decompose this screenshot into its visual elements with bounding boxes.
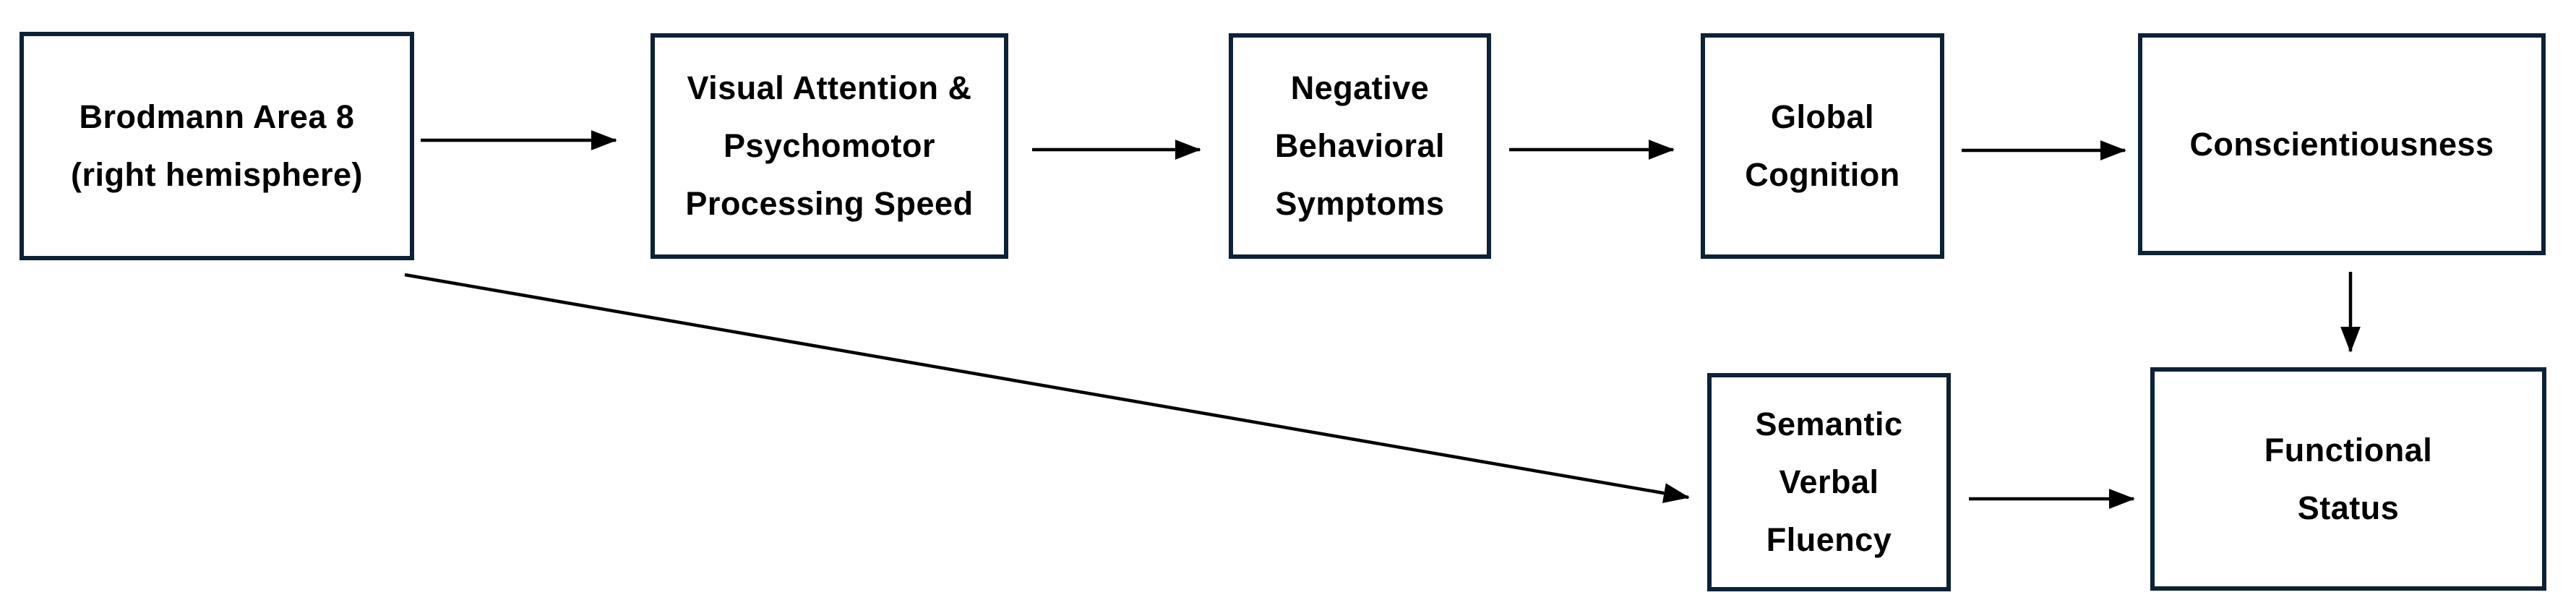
arrow-brodmann-to-semantic-fluency (404, 273, 1690, 503)
node-label-line: Cognition (1745, 156, 1900, 193)
node-label-line: Status (2297, 489, 2400, 526)
node-label-line: (right hemisphere) (70, 156, 364, 193)
node-label-line: Semantic (1755, 406, 1903, 442)
node-label-line: Fluency (1766, 521, 1892, 558)
node-label-line: Negative (1290, 69, 1430, 106)
node-functional-status: Functional Status (2150, 367, 2546, 591)
node-label-line: Verbal (1779, 463, 1879, 500)
node-label-line: Conscientiousness (2189, 125, 2494, 163)
node-visual-attention-psychomotor-speed: Visual Attention & Psychomotor Processin… (651, 33, 1008, 259)
node-label-line: Brodmann Area 8 (79, 98, 355, 135)
node-label-line: Psychomotor (723, 127, 936, 164)
node-label-line: Symptoms (1275, 185, 1445, 222)
node-global-cognition: Global Cognition (1701, 33, 1944, 259)
node-semantic-verbal-fluency: Semantic Verbal Fluency (1707, 373, 1951, 591)
node-negative-behavioral-symptoms: Negative Behavioral Symptoms (1229, 33, 1491, 259)
node-label-line: Processing Speed (685, 185, 974, 222)
node-label-line: Visual Attention & (687, 69, 972, 106)
node-label-line: Global (1770, 98, 1874, 135)
node-conscientiousness: Conscientiousness (2138, 33, 2546, 255)
node-label-line: Behavioral (1274, 127, 1446, 164)
node-label-line: Functional (2264, 431, 2433, 468)
node-brodmann-area-8: Brodmann Area 8 (right hemisphere) (20, 32, 414, 260)
